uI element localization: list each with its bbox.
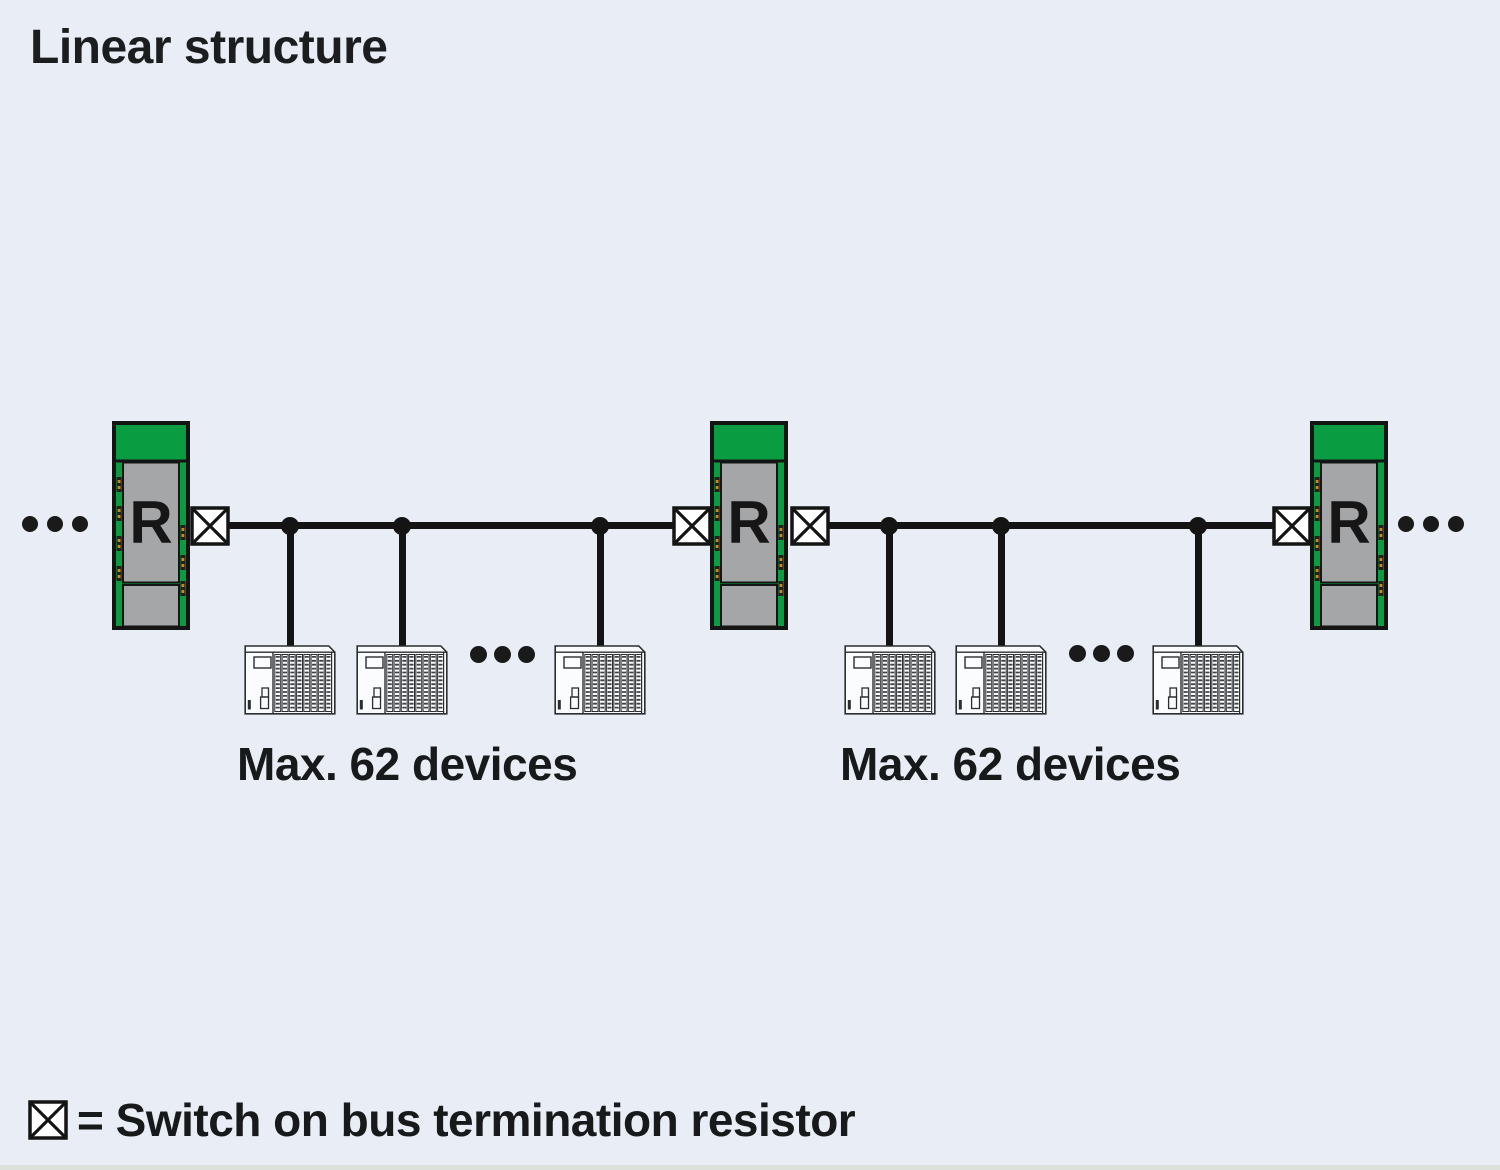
bus-line <box>228 522 674 529</box>
bus-termination-switch-icon <box>190 506 230 546</box>
bus-junction-dot <box>880 517 898 535</box>
bus-continues-right-ellipsis <box>1423 516 1439 532</box>
device-drop-line <box>997 526 1005 652</box>
device-drop-line <box>1194 526 1202 652</box>
max-devices-label: Max. 62 devices <box>237 738 578 790</box>
bus-continues-right-ellipsis <box>1398 516 1414 532</box>
bus-continues-left-ellipsis <box>22 516 38 532</box>
more-devices-ellipsis <box>1092 644 1110 662</box>
bus-junction-dot <box>393 517 411 535</box>
io-device-icon <box>954 644 1048 716</box>
bus-line <box>828 522 1274 529</box>
bus-termination-switch-icon <box>1272 506 1312 546</box>
io-device-icon <box>1151 644 1245 716</box>
more-devices-ellipsis <box>1068 644 1086 662</box>
repeater-device: R <box>112 421 190 630</box>
legend: = Switch on bus termination resistor <box>28 1094 856 1146</box>
device-drop-line <box>885 526 893 652</box>
io-device-module <box>1151 641 1245 717</box>
bus-junction-dot <box>281 517 299 535</box>
repeater-device: R <box>710 421 788 630</box>
bus-termination-switch-icon <box>672 506 712 546</box>
bus-termination-switch-icon <box>28 1100 68 1140</box>
device-drop-line <box>398 526 406 652</box>
bus-junction-dot <box>992 517 1010 535</box>
io-device-module <box>243 641 337 717</box>
more-devices-ellipsis <box>469 645 487 663</box>
io-device-module <box>553 641 647 717</box>
bus-continues-right-ellipsis <box>1448 516 1464 532</box>
repeater-label: R <box>129 489 173 556</box>
io-device-module <box>954 641 1048 717</box>
max-devices-label: Max. 62 devices <box>840 738 1181 790</box>
bus-continues-left-ellipsis <box>47 516 63 532</box>
io-device-module <box>843 641 937 717</box>
repeater-device: R <box>1310 421 1388 630</box>
io-device-icon <box>843 644 937 716</box>
legend-text: = Switch on bus termination resistor <box>77 1094 856 1146</box>
device-drop-line <box>286 526 294 652</box>
more-devices-ellipsis <box>493 645 511 663</box>
io-device-icon <box>243 644 337 716</box>
repeater-label: R <box>1327 489 1371 556</box>
repeater-label: R <box>727 489 771 556</box>
more-devices-ellipsis <box>517 645 535 663</box>
more-devices-ellipsis <box>1116 644 1134 662</box>
bus-continues-left-ellipsis <box>72 516 88 532</box>
io-device-icon <box>553 644 647 716</box>
bottom-edge <box>0 1165 1500 1170</box>
io-device-icon <box>355 644 449 716</box>
bus-junction-dot <box>591 517 609 535</box>
io-device-module <box>355 641 449 717</box>
bus-junction-dot <box>1189 517 1207 535</box>
bus-termination-switch-icon <box>790 506 830 546</box>
device-drop-line <box>596 526 604 652</box>
diagram-title: Linear structure <box>30 21 388 74</box>
